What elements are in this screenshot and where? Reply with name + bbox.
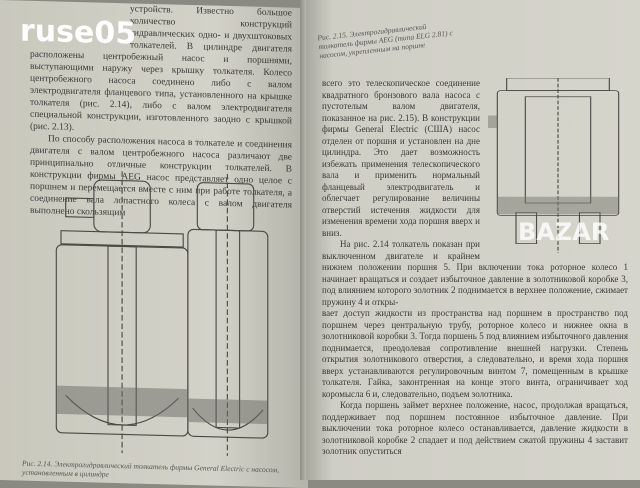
paragraph: всего это телескопическое соединение ква… bbox=[322, 78, 480, 238]
watermark: ruse05 bbox=[20, 13, 137, 52]
paragraph: На рис. 2.14 толкатель показан при выклю… bbox=[322, 239, 628, 307]
figure-2-15: BAZAR bbox=[488, 78, 628, 253]
paragraph: Когда поршень займет верхнее положение, … bbox=[322, 400, 628, 456]
figure-2-15-drawing bbox=[488, 78, 620, 253]
right-book-page: Рис. 2.15. Электрогидравлический толкате… bbox=[306, 0, 640, 480]
paragraph: вает доступ жидкости из пространства над… bbox=[322, 308, 628, 399]
figure-caption: Рис. 2.15. Электрогидравлический толкате… bbox=[316, 21, 454, 61]
figure-2-14-drawing bbox=[55, 171, 269, 456]
site-logo: BAZAR bbox=[518, 218, 610, 246]
left-book-page: устройств. Известно большое количество к… bbox=[0, 0, 308, 488]
right-page-text: BAZAR всего это телескопическое соединен… bbox=[322, 78, 628, 458]
